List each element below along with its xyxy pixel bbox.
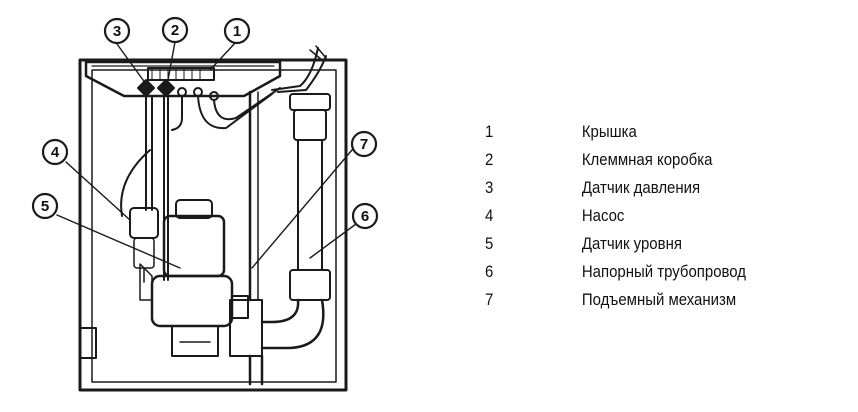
legend-item-lifting-mechanism: 7 Подъемный механизм: [478, 286, 795, 314]
callout-3: 3: [103, 17, 131, 45]
legend-item-level-sensor: 5 Датчик уровня: [478, 230, 795, 258]
pump-body: [139, 199, 249, 357]
callout-7: 7: [350, 130, 378, 158]
legend-label: Датчик уровня: [581, 234, 682, 253]
pump-station-diagram: 1 2 3 4 5 6 7: [31, 16, 379, 392]
legend-number: 5: [485, 234, 494, 253]
svg-text:5: 5: [41, 198, 49, 215]
svg-text:4: 4: [51, 144, 60, 161]
legend-number: 1: [485, 122, 494, 141]
svg-text:1: 1: [233, 23, 241, 40]
lifting-mechanism: [248, 90, 259, 302]
leader-lines: [56, 41, 357, 269]
legend-label: Напорный трубопровод: [581, 262, 747, 281]
cover-lid: [84, 60, 282, 98]
legend-label: Насос: [581, 206, 625, 225]
level-sensor: [129, 207, 159, 283]
legend-number: 2: [485, 150, 494, 169]
legend-item-pump: 4 Насос: [478, 202, 795, 230]
legend-number: 7: [485, 290, 494, 309]
svg-text:6: 6: [361, 208, 369, 225]
callout-6: 6: [351, 202, 379, 230]
legend-label: Клеммная коробка: [581, 150, 713, 169]
power-cables: [120, 45, 327, 217]
legend-number: 3: [485, 178, 494, 197]
legend-item-terminal-box: 2 Клеммная коробка: [478, 146, 795, 174]
terminal-box: [147, 67, 215, 81]
svg-text:3: 3: [113, 23, 121, 40]
legend-number: 4: [485, 206, 494, 225]
legend-number: 6: [485, 262, 494, 281]
legend-label: Крышка: [581, 122, 637, 141]
callout-1: 1: [223, 17, 251, 45]
legend-item-pressure-sensor: 3 Датчик давления: [478, 174, 795, 202]
callout-2: 2: [161, 16, 189, 44]
legend-item-cover: 1 Крышка: [478, 118, 795, 146]
pressure-sensor: [137, 79, 219, 281]
legend-item-discharge-pipe: 6 Напорный трубопровод: [478, 258, 795, 286]
legend-label: Подъемный механизм: [581, 290, 737, 309]
callout-5: 5: [31, 192, 59, 220]
svg-text:2: 2: [171, 22, 179, 39]
parts-legend: 1 Крышка 2 Клеммная коробка 3 Датчик дав…: [478, 118, 838, 314]
discharge-pipe: [229, 93, 331, 386]
callout-4: 4: [41, 138, 69, 166]
legend-label: Датчик давления: [581, 178, 701, 197]
svg-text:7: 7: [360, 136, 368, 153]
